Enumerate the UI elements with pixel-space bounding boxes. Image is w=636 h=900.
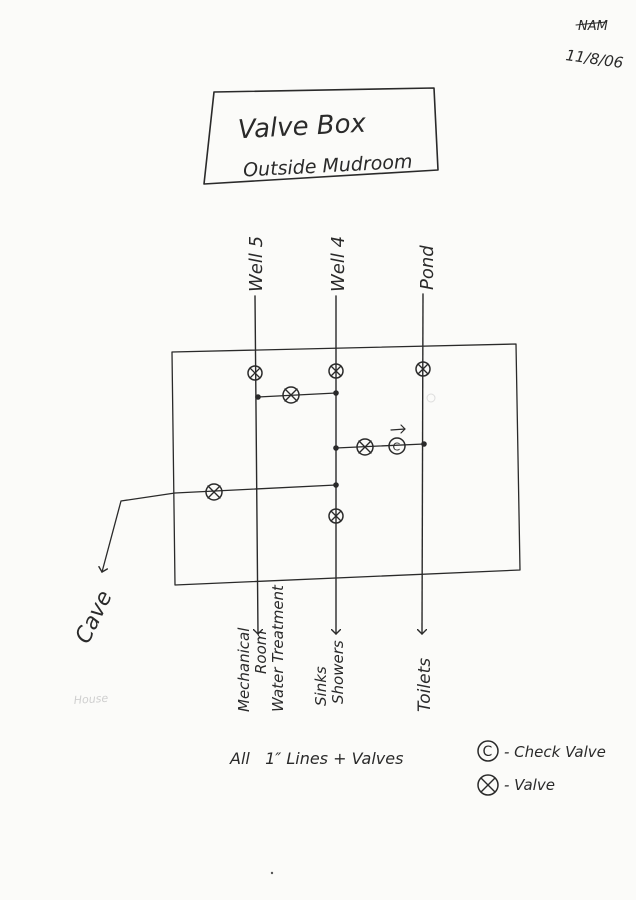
title-box [203, 87, 439, 185]
junction-dot [333, 445, 339, 451]
legend-check-valve-label: - Check Valve [504, 743, 606, 761]
svg-text:C: C [483, 744, 493, 760]
source-pond-label: Pond [417, 245, 438, 290]
valve-icon [415, 361, 431, 377]
legend-check-valve-icon: C [477, 740, 499, 762]
cave-line [102, 484, 337, 572]
legend-valve-icon [477, 774, 499, 796]
crossover-well5-well4 [257, 392, 337, 398]
outlet-showers-label: Showers [329, 640, 347, 704]
valve-icon [205, 483, 223, 501]
outlet-sinks-label: Sinks [312, 666, 330, 706]
well5-line [255, 295, 258, 634]
stray-mark [270, 871, 274, 875]
legend-valve-label: - Valve [504, 776, 555, 794]
title-line1: Valve Box [237, 109, 367, 146]
outlet-cave-label: Cave [71, 587, 118, 648]
check-valve-icon: C [388, 437, 406, 455]
junction-dot [255, 394, 261, 400]
source-well5-label: Well 5 [246, 236, 267, 292]
valve-icon [282, 386, 300, 404]
valve-box [171, 343, 521, 586]
source-well4-label: Well 4 [328, 236, 349, 292]
outlet-mechanical-line1: Mechanical [235, 627, 253, 712]
valve-icon [328, 508, 344, 524]
lines-valves-note: All 1″ Lines + Valves [229, 749, 403, 768]
outlet-house-faint-label: House [73, 692, 109, 707]
junction-dot [333, 390, 339, 396]
check-valve-letter: C [393, 441, 401, 454]
outlet-mechanical-line2: Room [252, 631, 270, 674]
pond-line [422, 293, 423, 634]
initials: NAM [578, 19, 608, 34]
title-line2: Outside Mudroom [243, 151, 413, 182]
junction-dot [421, 441, 427, 447]
erased-mark [426, 393, 436, 403]
initials-strike [575, 21, 607, 26]
valve-icon [328, 363, 344, 379]
date: 11/8/06 [565, 46, 625, 72]
valve-icon [356, 438, 374, 456]
outlet-mechanical-line3: Water Treatment [269, 584, 287, 712]
crossover-well4-pond [335, 443, 425, 449]
junction-dot [333, 482, 339, 488]
valve-icon [247, 365, 263, 381]
outlet-toilets-label: Toilets [415, 658, 435, 712]
flow-direction-arrow-icon [390, 424, 406, 434]
